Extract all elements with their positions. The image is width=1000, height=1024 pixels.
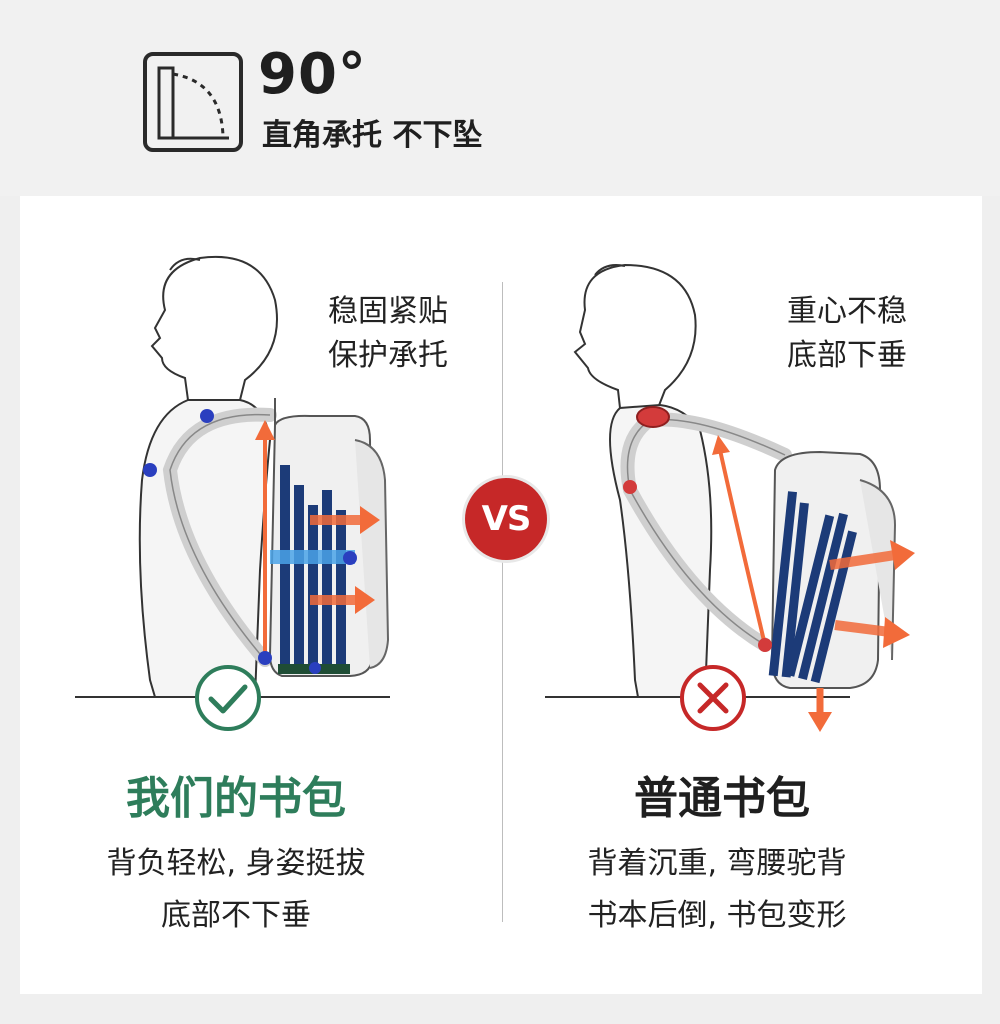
good-backpack-illustration [75,256,390,698]
our-backpack-description: 背负轻松, 身姿挺拔 底部不下垂 [21,838,451,942]
angle-caption: 直角承托 不下坠 [262,118,483,153]
ordinary-backpack-title: 普通书包 [634,773,810,824]
bad-callout: 重心不稳 底部下垂 [787,290,907,378]
ordinary-backpack-description: 背着沉重, 弯腰驼背 书本后倒, 书包变形 [502,838,932,942]
x-circle-icon [680,665,746,731]
ordinary-desc-line1: 背着沉重, 弯腰驼背 [587,846,847,881]
good-callout: 稳固紧贴 保护承托 [328,290,448,378]
vs-badge: VS [465,478,547,560]
bad-callout-line1: 重心不稳 [787,294,907,329]
right-angle-icon [143,52,243,152]
divider-line [502,282,503,922]
bad-callout-line2: 底部下垂 [787,338,907,373]
our-backpack-title: 我们的书包 [126,773,346,824]
good-callout-line1: 稳固紧贴 [328,294,448,329]
header-section: 90° 直角承托 不下坠 [0,0,1000,196]
bad-backpack-illustration [545,263,915,732]
our-desc-line1: 背负轻松, 身姿挺拔 [106,846,366,881]
check-circle-icon [195,665,261,731]
angle-value: 90° [258,42,367,107]
our-desc-line2: 底部不下垂 [161,898,311,933]
good-callout-line2: 保护承托 [328,338,448,373]
ordinary-desc-line2: 书本后倒, 书包变形 [587,898,847,933]
